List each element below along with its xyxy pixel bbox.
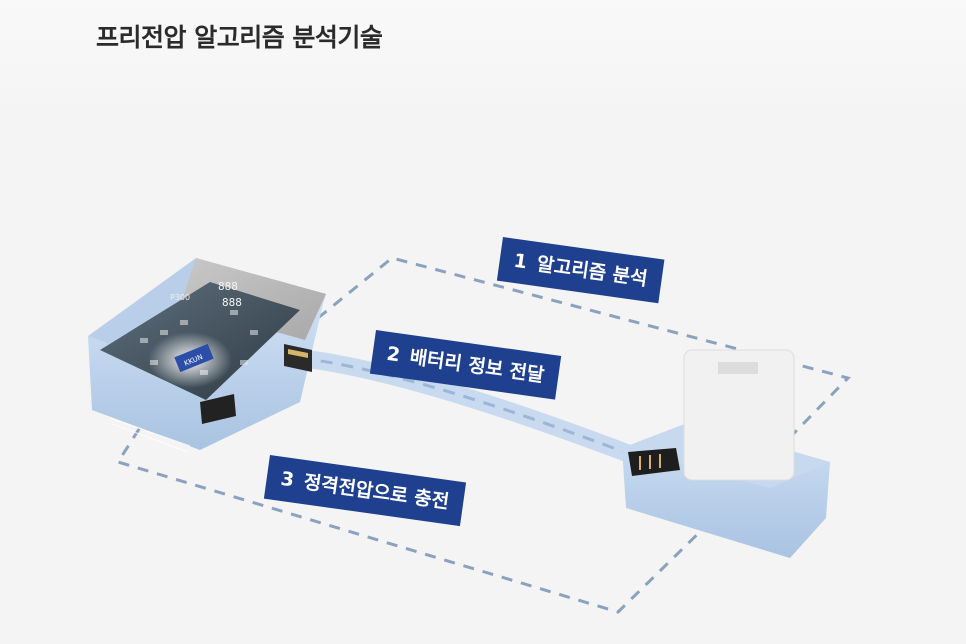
page-title: 프리전압 알고리즘 분석기술 bbox=[96, 23, 383, 52]
step-3-text: 정격전압으로 충전 bbox=[302, 471, 451, 514]
model-text: P300 bbox=[170, 293, 190, 302]
step-3-number: 3 bbox=[279, 467, 296, 492]
step-2-text: 배터리 정보 전달 bbox=[408, 346, 546, 387]
step-1-text: 알고리즘 분석 bbox=[535, 253, 649, 291]
battery-device bbox=[622, 349, 830, 558]
dashed-path-charging bbox=[115, 411, 714, 614]
chip bbox=[174, 343, 214, 373]
step-1-number: 1 bbox=[512, 249, 529, 274]
display-digits-bottom: 888 bbox=[222, 296, 242, 309]
charger-port bbox=[200, 394, 236, 424]
charger-device: KKUN 888 888 P300 bbox=[88, 258, 326, 453]
display-digits-top: 888 bbox=[218, 280, 238, 293]
dashed-path-algorithm bbox=[317, 256, 851, 470]
battery-pack bbox=[683, 349, 795, 481]
step-2-number: 2 bbox=[385, 342, 402, 367]
data-cable bbox=[298, 349, 644, 467]
header-band bbox=[0, 0, 966, 120]
